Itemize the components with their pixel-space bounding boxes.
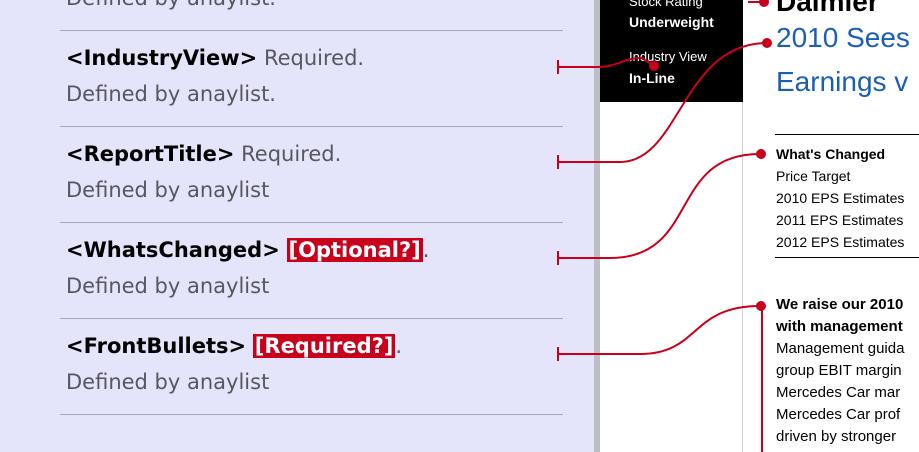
whats-changed-rule bbox=[775, 257, 919, 258]
front-bullet-line: Mercedes Car prof bbox=[776, 406, 901, 423]
divider-rule bbox=[60, 414, 563, 415]
industry-view-value: In-Line bbox=[629, 70, 675, 86]
annotation-panel: Defined by anaylist. <IndustryView> Requ… bbox=[0, 0, 594, 452]
report-preview: Stock Rating Underweight Industry View I… bbox=[600, 0, 919, 452]
divider-rule bbox=[60, 126, 563, 127]
entry-status: Required. bbox=[263, 46, 365, 70]
entry-tag: <FrontBullets> bbox=[66, 334, 247, 358]
entry-industry-view: <IndustryView> Required. Defined by anay… bbox=[66, 40, 586, 112]
entry-tag: <IndustryView> bbox=[66, 46, 258, 70]
stock-rating-label: Stock Rating bbox=[629, 0, 703, 9]
optional-badge: [Optional?] bbox=[286, 238, 423, 262]
front-bullet-line: driven by stronger bbox=[776, 428, 897, 445]
entry-description: Defined by anaylist bbox=[66, 370, 270, 394]
entry-status: Required. bbox=[241, 142, 342, 166]
required-badge: [Required?] bbox=[252, 334, 396, 358]
entry-whats-changed: <WhatsChanged> [Optional?]. Defined by a… bbox=[66, 232, 586, 304]
entry-period: . bbox=[395, 334, 403, 358]
entry-front-bullets: <FrontBullets> [Required?]. Defined by a… bbox=[66, 328, 586, 400]
industry-view-label: Industry View bbox=[629, 49, 707, 64]
report-title-line: 2010 Sees bbox=[776, 22, 910, 53]
whats-changed-heading: What's Changed bbox=[776, 146, 886, 162]
report-title-line: Earnings v bbox=[776, 66, 909, 97]
entry-report-title: <ReportTitle> Required. Defined by anayl… bbox=[66, 136, 586, 208]
front-bullet-line: Management guida bbox=[776, 340, 905, 357]
whats-changed-item: 2010 EPS Estimates bbox=[776, 190, 905, 206]
entry-description: Defined by anaylist. bbox=[66, 82, 276, 106]
company-name: Daimler bbox=[776, 0, 879, 17]
partial-description: Defined by anaylist. bbox=[66, 0, 276, 16]
whats-changed-item: 2011 EPS Estimates bbox=[776, 212, 904, 228]
entry-description: Defined by anaylist bbox=[66, 178, 270, 202]
divider-rule bbox=[60, 30, 563, 31]
divider-rule bbox=[60, 222, 563, 223]
front-bullet-line: Mercedes Car mar bbox=[776, 384, 901, 401]
whats-changed-rule bbox=[775, 134, 919, 135]
entry-tag: <WhatsChanged> bbox=[66, 238, 280, 262]
rating-box: Stock Rating Underweight Industry View I… bbox=[600, 0, 743, 102]
entry-period: . bbox=[422, 238, 430, 262]
front-bullet-heading: with management bbox=[776, 318, 903, 335]
whats-changed-item: Price Target bbox=[776, 168, 851, 184]
column-rule bbox=[742, 102, 743, 452]
front-bullet-line: group EBIT margin bbox=[776, 362, 902, 379]
entry-tag: <ReportTitle> bbox=[66, 142, 235, 166]
whats-changed-item: 2012 EPS Estimates bbox=[776, 234, 905, 250]
divider-rule bbox=[60, 318, 563, 319]
entry-description: Defined by anaylist bbox=[66, 274, 270, 298]
front-bullet-heading: We raise our 2010 bbox=[776, 296, 904, 313]
stock-rating-value: Underweight bbox=[629, 14, 714, 30]
